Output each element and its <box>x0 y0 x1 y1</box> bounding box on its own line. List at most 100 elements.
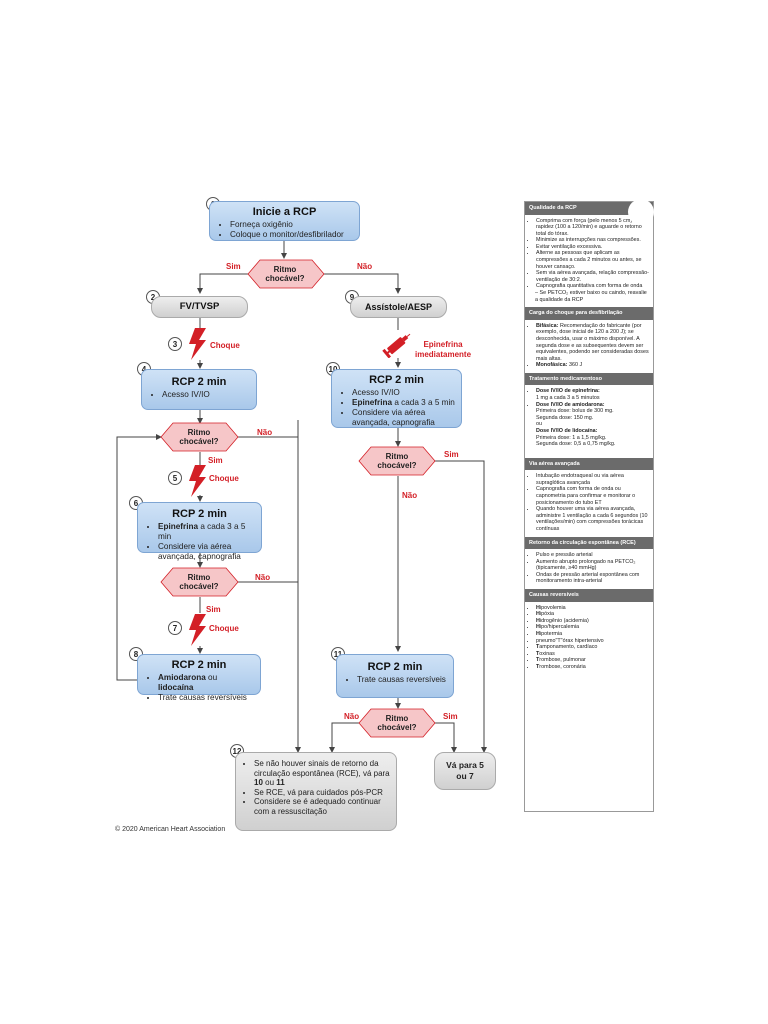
node-item: Se não houver sinais de retorno da circu… <box>254 759 390 788</box>
panel-section-airway: Intubação endotraqueal ou via aérea supr… <box>525 470 653 536</box>
panel-item: Hipo/hipercalemia <box>536 624 649 631</box>
panel-header-shock-energy: Carga do choque para desfibrilação <box>525 307 653 320</box>
panel-header-rosc: Retorno da circulação espontânea (RCE) <box>525 536 653 550</box>
node-cpr-4: RCP 2 min Acesso IV/IO <box>141 369 257 410</box>
decision-shape-3 <box>160 567 239 597</box>
decision-text-l2: chocável? <box>265 274 305 283</box>
drug-amiodarone: Amiodarona <box>158 673 206 682</box>
node-item: Coloque o monitor/desfibrilador <box>230 230 353 240</box>
panel-item: Hipóxia <box>536 611 649 618</box>
decision-shape-1 <box>247 259 325 289</box>
drug-epinephrine: Epinefrina <box>158 522 199 531</box>
panel-item-text: Primeira dose: 1 a 1,5 mg/kg. <box>536 434 607 441</box>
label-no: Não <box>402 491 418 500</box>
node-item-text: ou <box>262 778 277 787</box>
panel-item: Pulso e pressão arterial <box>536 552 649 559</box>
label-no: Não <box>344 712 360 721</box>
panel-header-cpr-quality: Qualidade da RCP <box>525 202 653 215</box>
node-title: Inicie a RCP <box>252 206 317 218</box>
decision-shape-4 <box>358 446 436 476</box>
decision-text-l1: Ritmo <box>273 265 297 274</box>
panel-header-reversible-causes: Causas reversíveis <box>525 589 653 602</box>
panel-section-reversible-causes: Hipovolemia Hipóxia Hidrogênio (acidemia… <box>525 602 653 675</box>
decision-shape-2 <box>160 422 239 452</box>
node-item-text: Se não houver sinais de retorno da circu… <box>254 759 390 778</box>
panel-item: Hidrogênio (acidemia) <box>536 618 649 625</box>
node-title: RCP 2 min <box>171 376 227 388</box>
cause-letter: H <box>536 617 540 624</box>
node-start-cpr: Inicie a RCP Forneça oxigênio Coloque o … <box>209 201 360 241</box>
panel-section-shock-energy: Bifásica: Recomendação do fabricante (po… <box>525 320 653 373</box>
cause-text: oxinas <box>539 650 555 657</box>
step-number-7: 7 <box>168 621 182 635</box>
step-ref-10: 10 <box>254 778 263 787</box>
node-title: RCP 2 min <box>172 508 227 520</box>
decision-text-l1: Ritmo <box>385 452 409 461</box>
reference-panel: Qualidade da RCP Comprima com força (pel… <box>524 201 654 812</box>
cause-letter: H <box>536 630 540 637</box>
node-item: Epinefrina a cada 3 a 5 min <box>352 398 455 408</box>
node-item: Trate causas reversíveis <box>158 693 254 703</box>
node-item: Amiodarona ou lidocaína <box>158 673 254 693</box>
lightning-bolt-icon <box>189 614 206 646</box>
node-item-text: a cada 3 a 5 min <box>158 522 246 541</box>
panel-item: Trombose, pulmonar <box>536 657 649 664</box>
panel-item: Intubação endotraqueal ou via aérea supr… <box>536 473 649 486</box>
cause-text: amponamento, cardíaco <box>539 644 598 651</box>
syringe-icon <box>382 333 411 358</box>
panel-item: Toxinas <box>536 651 649 658</box>
panel-item-bold: Dose IV/IO de epinefrina: <box>536 388 600 395</box>
node-item-text: a cada 3 a 5 min <box>392 398 455 407</box>
cause-text: rombose, coronária <box>539 663 586 670</box>
panel-item: pneumo"T"órax hipertensivo <box>536 638 649 645</box>
decision-text-l2: chocável? <box>377 723 417 732</box>
epinephrine-line2: imediatamente <box>415 350 472 359</box>
cause-text: rombose, pulmonar <box>539 657 586 664</box>
node-item: Considere via aérea avançada, capnografi… <box>158 542 255 562</box>
goto-line2: ou 7 <box>456 771 474 781</box>
panel-header-airway: Via aérea avançada <box>525 457 653 471</box>
panel-item: Hipotermia <box>536 631 649 638</box>
panel-item: Sem via aérea avançada, relação compress… <box>536 270 649 283</box>
lightning-bolt-icon <box>189 465 206 497</box>
panel-item: Dose IV/IO de amiodarona:Primeira dose: … <box>536 402 649 448</box>
node-cpr-11: RCP 2 min Trate causas reversíveis <box>336 654 454 698</box>
panel-item: Minimize as interrupções nas compressões… <box>536 237 649 244</box>
label-no: Não <box>357 262 373 271</box>
panel-item: Dose IV/IO de epinefrina:1 mg a cada 3 a… <box>536 388 649 401</box>
step-number-3: 3 <box>168 337 182 351</box>
node-title: RCP 2 min <box>367 661 423 673</box>
node-item: Acesso IV/IO <box>352 388 455 398</box>
panel-item: Hipovolemia <box>536 605 649 612</box>
decision-text-l2: chocável? <box>179 437 219 446</box>
cause-letter: T <box>536 650 540 657</box>
panel-item-bold: Dose IV/IO de lidocaína: <box>536 427 598 434</box>
cause-letter: T <box>536 657 540 664</box>
cause-text: ipóxia <box>539 611 554 618</box>
panel-item-bold: Bifásica: <box>536 322 559 329</box>
panel-header-drug-therapy: Tratamento medicamentoso <box>525 372 653 386</box>
label-yes: Sim <box>206 605 221 614</box>
node-item-text: ou <box>205 673 218 682</box>
shock-label: Choque <box>210 341 240 350</box>
node-item: Trate causas reversíveis <box>357 675 447 685</box>
shock-label: Choque <box>209 474 239 483</box>
node-item: Considere se é adequado continuar com a … <box>254 797 390 816</box>
node-item: Se RCE, vá para cuidados pós-PCR <box>254 788 390 798</box>
panel-section-cpr-quality: Comprima com força (pelo menos 5 cm) e r… <box>525 215 653 308</box>
label-yes: Sim <box>444 450 459 459</box>
cause-text: idrogênio (acidemia) <box>539 617 589 624</box>
label-yes: Sim <box>208 456 223 465</box>
cause-text: ipotermia <box>539 630 563 637</box>
cause-text: ipovolemia <box>539 604 566 611</box>
panel-item-text: ou <box>536 421 542 428</box>
panel-item-text: 360 J <box>567 362 583 369</box>
drug-lidocaine: lidocaína <box>158 683 194 692</box>
label-yes: Sim <box>443 712 458 721</box>
